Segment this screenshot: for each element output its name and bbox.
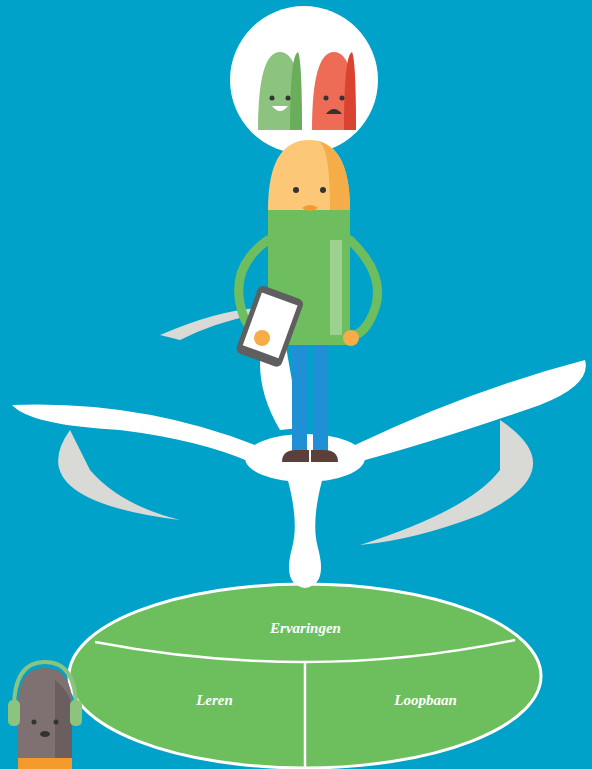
pie-segment: Ervaringen: [265, 618, 346, 639]
pie-segment: Loopbaan: [389, 690, 462, 711]
swoosh: [58, 430, 180, 520]
pie-segment: Leren: [191, 690, 238, 711]
propeller-blade: [355, 360, 586, 462]
thought-bubble: [230, 6, 378, 154]
pie-divider: [95, 640, 515, 662]
listener-character: [8, 662, 82, 769]
propeller-stem: [285, 470, 325, 588]
segment-label: Ervaringen: [269, 620, 342, 637]
segment-label: Loopbaan: [393, 692, 458, 709]
propeller-blade: [12, 405, 255, 463]
pie-divider: [304, 662, 307, 767]
segment-label: Leren: [195, 692, 234, 709]
character: [235, 140, 378, 462]
sad-face: [312, 52, 356, 130]
happy-face: [258, 52, 302, 130]
pie-base: [69, 584, 541, 768]
